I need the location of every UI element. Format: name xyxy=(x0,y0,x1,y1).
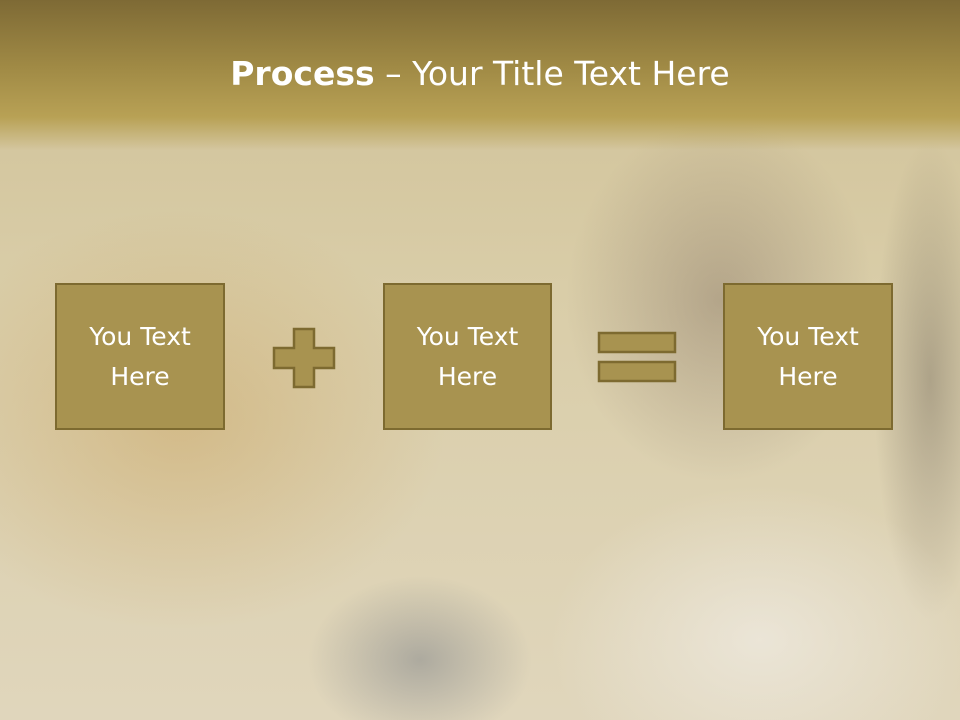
box-3-line-1: You Text xyxy=(757,321,859,351)
title-bar xyxy=(0,0,960,150)
plus-icon xyxy=(272,327,336,389)
box-2-line-2: Here xyxy=(437,361,498,391)
slide-title: Process – Your Title Text Here xyxy=(0,52,960,96)
process-box-2: You Text Here xyxy=(383,283,552,430)
box-2-line-1: You Text xyxy=(416,321,519,351)
box-3-line-2: Here xyxy=(778,361,838,391)
process-box-3: You Text Here xyxy=(723,283,893,430)
equals-icon xyxy=(597,331,677,383)
title-rest: – Your Title Text Here xyxy=(374,54,730,93)
box-1-line-2: Here xyxy=(110,361,170,391)
process-box-1: You Text Here xyxy=(55,283,225,430)
box-1-line-1: You Text xyxy=(89,321,191,351)
title-bold: Process xyxy=(230,54,375,93)
